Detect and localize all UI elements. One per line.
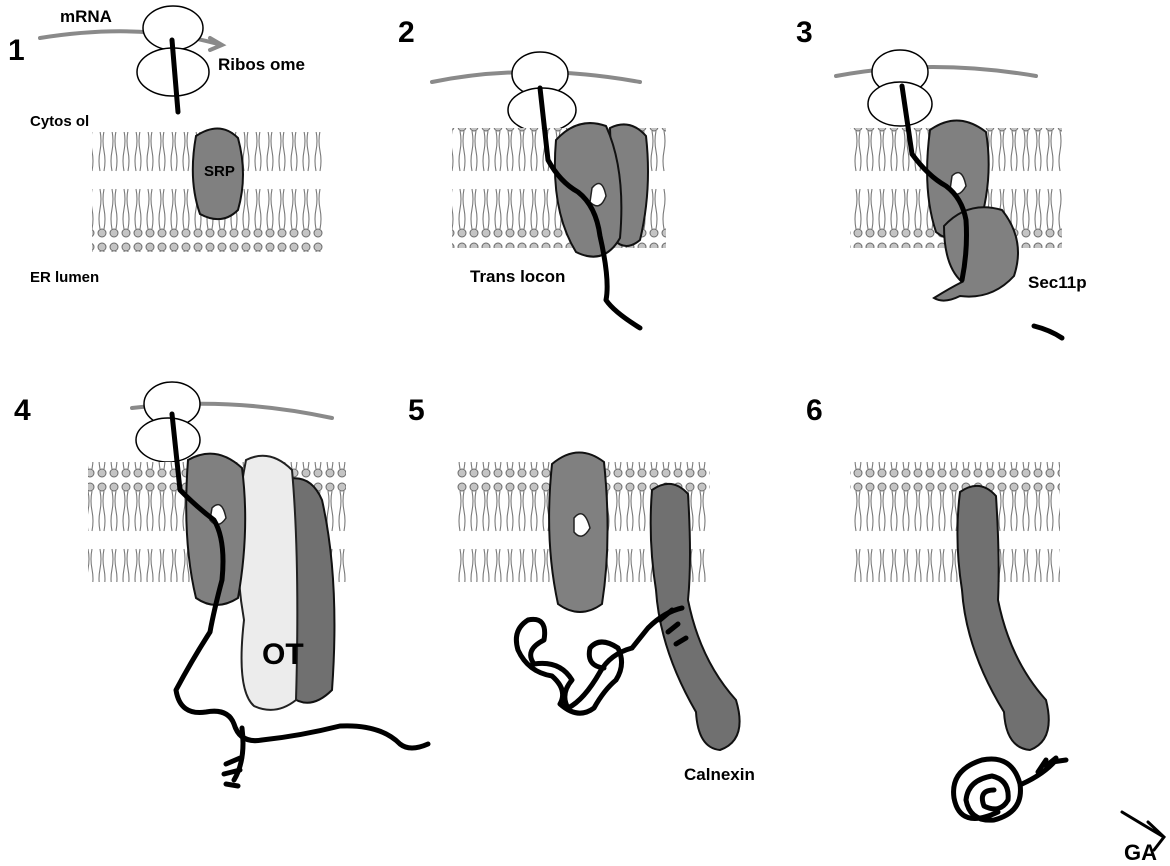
panel-3: 3 Sec11p (796, 16, 1087, 338)
core-glycan (224, 758, 240, 786)
panel-number: 4 (14, 394, 31, 427)
cytosol-label: Cytos ol (30, 113, 89, 130)
ost-complex (237, 456, 297, 710)
ot-label: OT (262, 638, 304, 671)
sec11p-label: Sec11p (1028, 273, 1087, 292)
panel-5: 5 Calnexin (408, 394, 755, 784)
ribosome-label: Ribos ome (218, 55, 305, 74)
panel-4: 4 OT (14, 382, 428, 786)
panel-number: 3 (796, 16, 813, 49)
ribosome-large-subunit (136, 418, 200, 462)
er-lumen-label: ER lumen (30, 269, 99, 286)
translocon-label: Trans locon (470, 267, 565, 286)
srp-label: SRP (204, 163, 235, 180)
panel-1: 1 mRNA Ribos ome Cytos ol SRP ER lumen (8, 6, 324, 286)
panel-number: 5 (408, 394, 425, 427)
er-membrane (850, 462, 1060, 582)
folding-protein (516, 619, 632, 713)
folded-glycoprotein (954, 759, 1021, 820)
panel-number: 1 (8, 34, 25, 67)
panel-number: 2 (398, 16, 415, 49)
panel-6: 6 GA (806, 394, 1164, 865)
mrna-strand (836, 67, 1036, 76)
cleaved-signal-peptide (1034, 326, 1062, 338)
ga-label: GA (1124, 840, 1157, 865)
panel-number: 6 (806, 394, 823, 427)
mrna-label: mRNA (60, 7, 112, 26)
calnexin-label: Calnexin (684, 765, 755, 784)
panel-2: 2 Trans locon (398, 16, 666, 328)
